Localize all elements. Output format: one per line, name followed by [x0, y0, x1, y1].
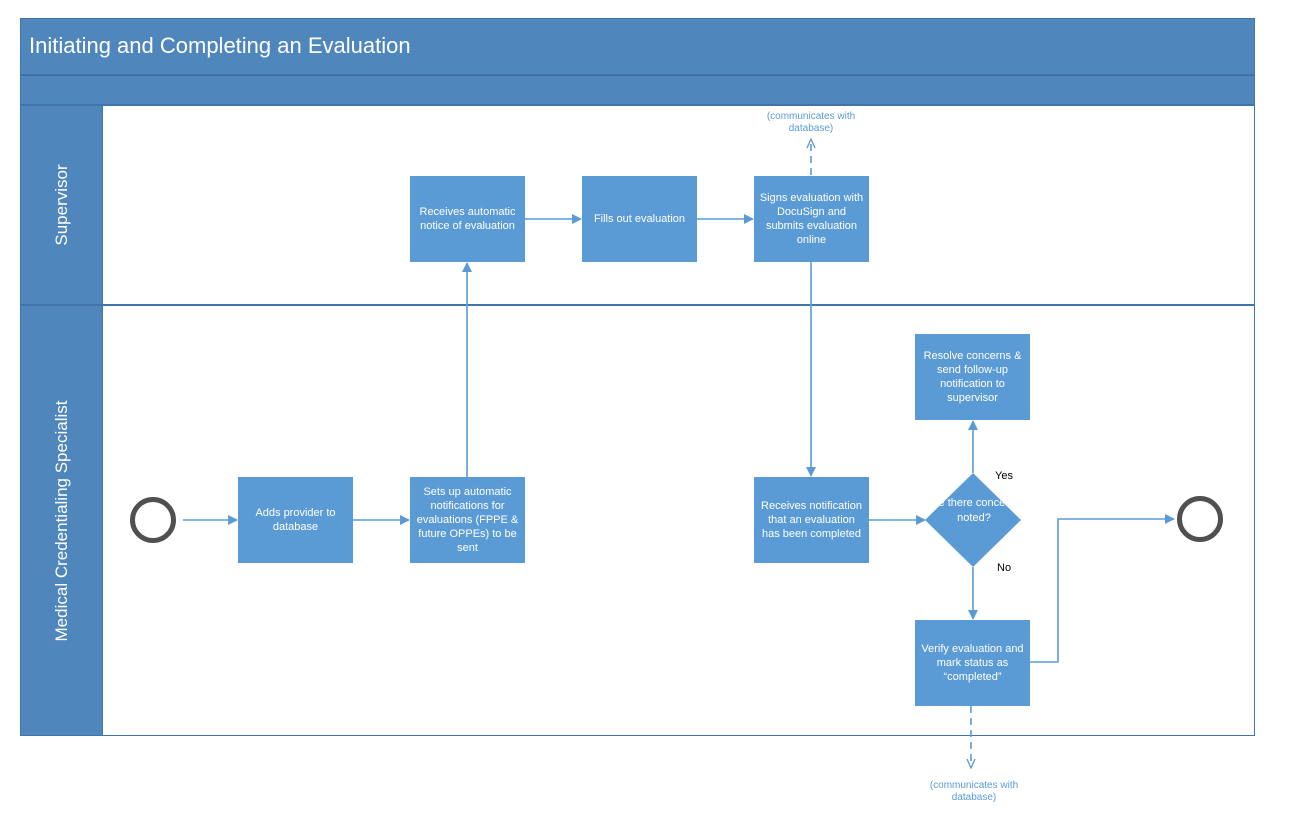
step-receives-completion: Receives notification that an evaluation…	[754, 477, 869, 563]
note-communicates-top: (communicates with database)	[766, 111, 856, 134]
lane-label-supervisor: Supervisor	[20, 105, 103, 305]
diagram-title: Initiating and Completing an Evaluation	[29, 33, 411, 58]
step-signs-evaluation: Signs evaluation with DocuSign and submi…	[754, 176, 869, 262]
lane-label-specialist: Medical Credentialing Specialist	[20, 305, 103, 736]
decision-diamond-icon	[925, 473, 1021, 567]
diagram-header-strip	[20, 75, 1255, 105]
step-fills-out: Fills out evaluation	[582, 176, 697, 262]
step-adds-provider: Adds provider to database	[238, 477, 353, 563]
note-communicates-bottom: (communicates with database)	[929, 780, 1019, 803]
step-signs-evaluation-label: Signs evaluation with DocuSign and submi…	[759, 192, 864, 246]
diagram-title-bar: Initiating and Completing an Evaluation	[20, 18, 1255, 75]
connector-verify-to-end	[1030, 514, 1175, 663]
step-verify-evaluation: Verify evaluation and mark status as “co…	[915, 620, 1030, 706]
step-fills-out-label: Fills out evaluation	[593, 213, 686, 225]
step-receives-notice: Receives automatic notice of evaluation	[410, 176, 525, 262]
step-receives-notice-label: Receives automatic notice of evaluation	[419, 206, 516, 232]
start-event-circle-icon	[130, 497, 176, 543]
decision-question: Are there concerns noted?	[927, 497, 1021, 524]
step-sets-up-notifications: Sets up automatic notifications for eval…	[410, 477, 525, 563]
decision-no-label: No	[997, 562, 1012, 574]
step-resolve-concerns: Resolve concerns & send follow-up notifi…	[915, 334, 1030, 420]
end-event-circle-icon	[1177, 496, 1223, 542]
step-receives-completion-label: Receives notification that an evaluation…	[761, 500, 862, 540]
step-sets-up-notifications-label: Sets up automatic notifications for eval…	[416, 486, 519, 554]
step-adds-provider-label: Adds provider to database	[255, 507, 336, 533]
decision-yes-label: Yes	[995, 470, 1013, 482]
step-verify-evaluation-label: Verify evaluation and mark status as “co…	[921, 643, 1024, 683]
step-resolve-concerns-label: Resolve concerns & send follow-up notifi…	[923, 350, 1022, 404]
